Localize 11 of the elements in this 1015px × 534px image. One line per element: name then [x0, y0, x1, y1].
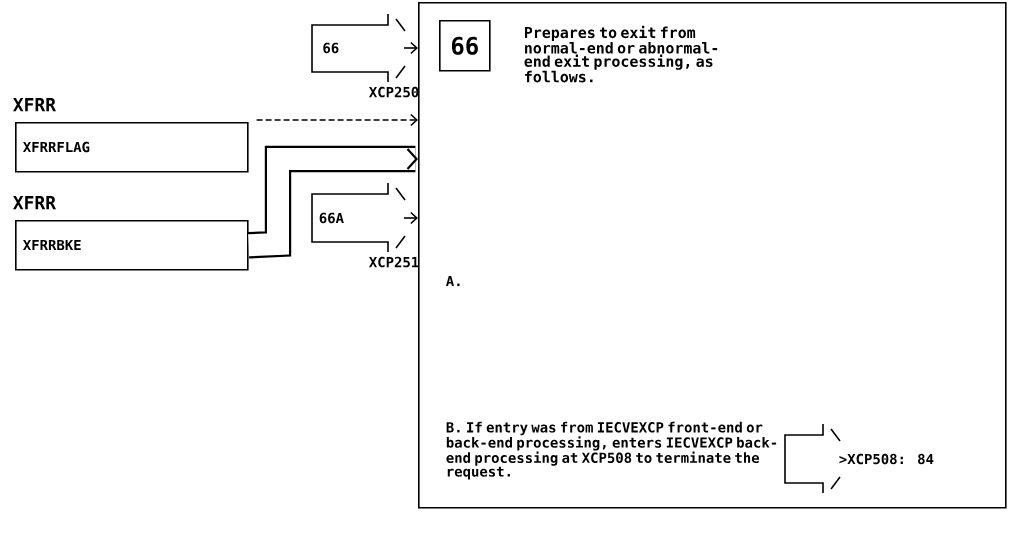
data-box: XFRRFLAG: [15, 122, 249, 173]
arrow-tip: [403, 211, 418, 225]
arrow-tip: [403, 41, 418, 55]
dashed-arrow: [255, 113, 418, 127]
reference-label: XCP250: [369, 86, 419, 98]
wide-arrow: [248, 145, 418, 259]
data-heading: XFRR: [13, 98, 56, 112]
data-heading: XFRR: [13, 196, 56, 210]
data-box: XFRRBKE: [15, 220, 249, 271]
step-number-box: 66: [439, 20, 491, 72]
reference-label: XCP251: [369, 256, 419, 268]
